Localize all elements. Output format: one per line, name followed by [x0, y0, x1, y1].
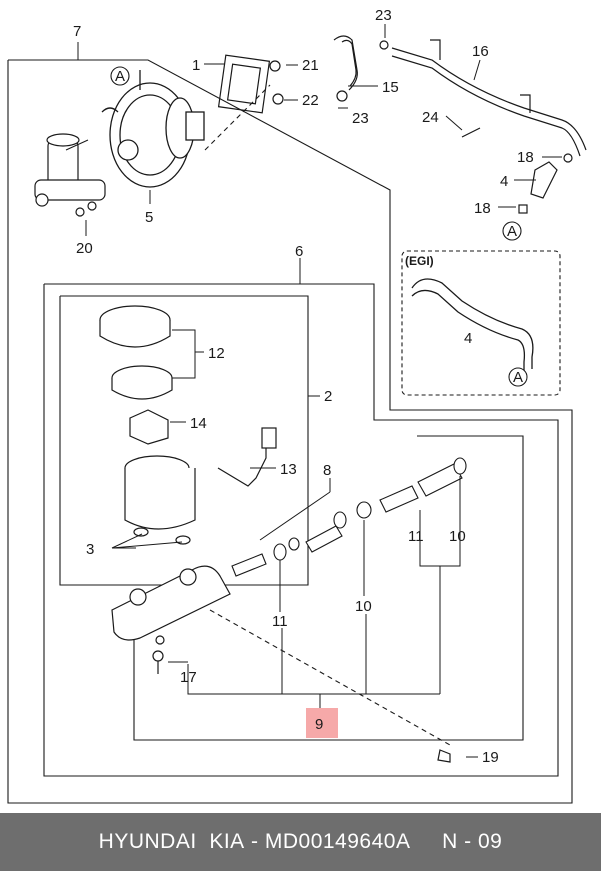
- highlight-9: [306, 708, 338, 738]
- callout-8: 8: [323, 462, 331, 479]
- brake-booster: [101, 70, 205, 188]
- gasket-1: [217, 54, 284, 114]
- callout-17: 17: [180, 669, 197, 686]
- footer-brand: HYUNDAI KIA: [98, 830, 245, 853]
- footer-page-ref: N - 09: [442, 830, 503, 853]
- footer-bar: HYUNDAI KIA - MD00149640A N - 09: [0, 813, 601, 871]
- ref-mark-a3: A: [513, 369, 523, 386]
- footer-gap: [410, 830, 442, 854]
- footer-separator: -: [244, 830, 265, 853]
- callout-4a: 4: [500, 173, 508, 190]
- callout-3: 3: [86, 541, 94, 558]
- callout-6: 6: [295, 243, 303, 260]
- piston-assembly: [231, 457, 467, 577]
- master-cylinder-main: [111, 565, 451, 763]
- ref-mark-a1: A: [115, 68, 125, 85]
- callout-24: 24: [422, 109, 439, 126]
- callout-9: 9: [315, 716, 323, 733]
- parts-diagram: A A A (EGI) 7 1 21 22 23 15 23 16 24 18 …: [7, 7, 587, 804]
- frame-2: [59, 295, 309, 586]
- frame-7: [7, 59, 573, 804]
- footer-part-number: MD00149640A: [264, 830, 411, 853]
- egi-hose: [411, 278, 534, 372]
- callout-5: 5: [145, 209, 153, 226]
- callout-11b: 11: [272, 613, 288, 630]
- callout-2: 2: [324, 388, 332, 405]
- callout-13: 13: [280, 461, 297, 478]
- callout-16: 16: [472, 43, 489, 60]
- egi-label: (EGI): [405, 254, 434, 268]
- callout-4b: 4: [464, 330, 472, 347]
- callout-20: 20: [76, 240, 93, 257]
- callout-10b: 10: [355, 598, 372, 615]
- callout-12: 12: [208, 345, 225, 362]
- callout-19: 19: [482, 749, 499, 766]
- frame-8: [133, 435, 524, 741]
- callout-18b: 18: [474, 200, 491, 217]
- reservoir-cap: [99, 305, 173, 400]
- ref-mark-a2: A: [507, 223, 517, 240]
- ref-mark-circles: [110, 66, 528, 387]
- leader-lines: [65, 24, 562, 758]
- master-cylinder-top: [34, 133, 106, 217]
- dashed-leader: [209, 609, 451, 746]
- callout-1: 1: [192, 57, 200, 74]
- callout-15: 15: [382, 79, 399, 96]
- callout-11a: 11: [408, 528, 424, 545]
- reservoir-body: [124, 455, 196, 545]
- level-sensor: [217, 427, 277, 487]
- callout-23b: 23: [352, 110, 369, 127]
- dashed-leader: [204, 84, 271, 151]
- frame-6: [43, 283, 559, 777]
- callout-18a: 18: [517, 149, 534, 166]
- callout-22: 22: [302, 92, 319, 109]
- egi-box: [401, 250, 561, 396]
- callout-23a: 23: [375, 7, 392, 24]
- callout-14: 14: [190, 415, 207, 432]
- callout-21: 21: [302, 57, 319, 74]
- reservoir-strainer: [129, 409, 169, 445]
- callout-10a: 10: [449, 528, 466, 545]
- vacuum-hose-16: [333, 35, 587, 214]
- callout-7: 7: [73, 23, 81, 40]
